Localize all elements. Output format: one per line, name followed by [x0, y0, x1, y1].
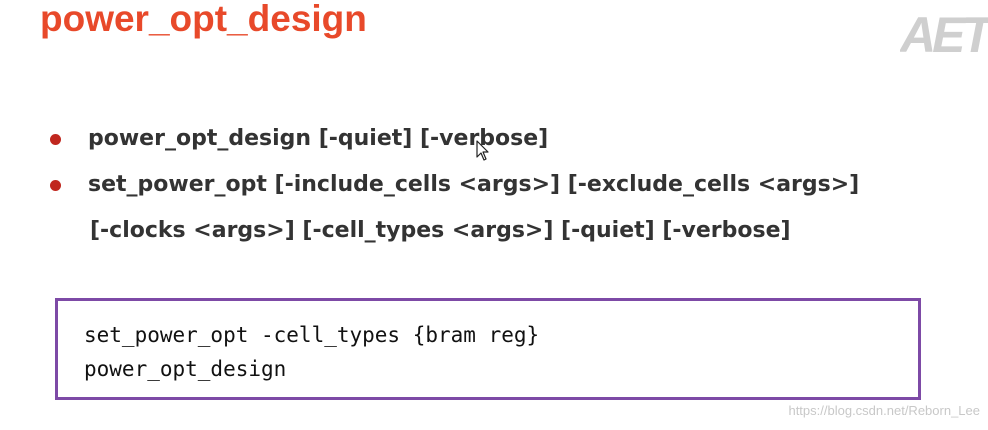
slide-title: power_opt_design: [40, 0, 367, 39]
list-item-continuation: [-clocks <args>] [-cell_types <args>] [-…: [50, 214, 970, 254]
list-item: power_opt_design [-quiet] [-verbose]: [50, 122, 970, 168]
bullet-text: set_power_opt [-include_cells <args>] [-…: [88, 172, 860, 197]
bullet-text: power_opt_design [-quiet] [-verbose]: [88, 126, 549, 151]
code-line: set_power_opt -cell_types {bram reg}: [84, 323, 540, 347]
bullet-dot-icon: [50, 180, 61, 191]
mouse-pointer-icon: [476, 140, 489, 161]
bullet-continuation-text: [-clocks <args>] [-cell_types <args>] [-…: [90, 218, 791, 243]
watermark-text: https://blog.csdn.net/Reborn_Lee: [788, 403, 980, 418]
code-example-box: set_power_opt -cell_types {bram reg} pow…: [55, 298, 921, 400]
bullet-dot-icon: [50, 134, 61, 145]
bullet-list: power_opt_design [-quiet] [-verbose] set…: [50, 122, 970, 254]
list-item: set_power_opt [-include_cells <args>] [-…: [50, 168, 970, 214]
code-line: power_opt_design: [84, 357, 287, 381]
brand-logo: AET: [900, 7, 988, 63]
